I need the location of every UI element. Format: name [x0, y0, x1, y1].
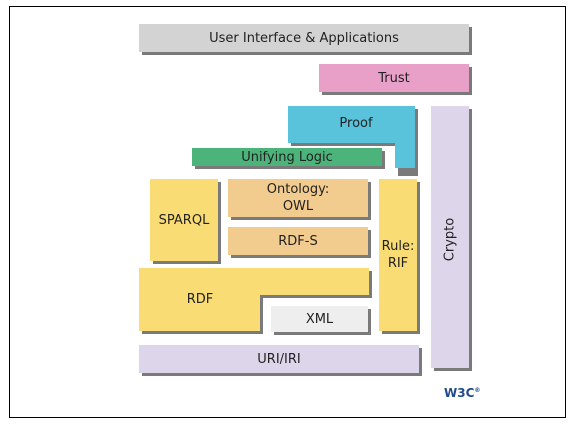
- w3c-logo-mark: ®: [474, 387, 481, 394]
- layer-rule-label-line1: Rule:: [381, 239, 415, 254]
- layer-ui-applications: User Interface & Applications: [139, 24, 469, 52]
- layer-uri-iri-label: URI/IRI: [257, 351, 301, 367]
- layer-ontology-label-line2: OWL: [282, 199, 314, 214]
- w3c-logo-text: W3C: [444, 386, 475, 400]
- layer-rule-label-line2: RIF: [387, 256, 409, 271]
- layer-rdfs: RDF-S: [228, 227, 368, 255]
- layer-unifying-logic: Unifying Logic: [192, 148, 382, 166]
- layer-unifying-logic-label: Unifying Logic: [241, 149, 333, 165]
- layer-rule-rif: Rule: RIF: [379, 179, 417, 331]
- layer-xml-label: XML: [305, 311, 334, 327]
- layer-xml: XML: [271, 306, 368, 332]
- layer-proof: [288, 106, 418, 176]
- layer-ui-applications-label: User Interface & Applications: [209, 30, 399, 46]
- layer-crypto: [431, 106, 469, 368]
- layer-trust-label: Trust: [378, 70, 410, 86]
- layer-ontology-owl: Ontology: OWL: [228, 179, 368, 217]
- layer-rdfs-label: RDF-S: [278, 233, 318, 249]
- layer-rdf: [139, 268, 372, 334]
- layer-ontology-label-line1: Ontology:: [266, 182, 330, 197]
- layer-rdf-label: RDF: [186, 292, 214, 307]
- layer-sparql: SPARQL: [150, 179, 218, 261]
- layer-sparql-label: SPARQL: [158, 212, 210, 228]
- layer-trust: Trust: [319, 64, 469, 92]
- layer-proof-label: Proof: [339, 116, 373, 131]
- layer-uri-iri: URI/IRI: [139, 345, 419, 373]
- w3c-logo: W3C®: [444, 386, 480, 400]
- layer-crypto-label: Crypto: [442, 217, 458, 262]
